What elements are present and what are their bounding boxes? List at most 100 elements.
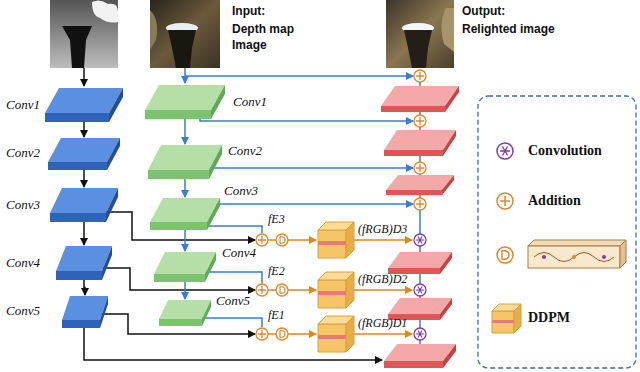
image-ground: [150, 0, 220, 68]
skip-wire: [200, 203, 413, 205]
feature-label: (fRGB)D1: [358, 316, 407, 330]
flow-arrow: [83, 122, 85, 137]
d-module-symbol: [276, 234, 288, 246]
feature-label: (fRGB)D2: [358, 272, 407, 286]
feature-label: (fRGB)D3: [358, 222, 407, 236]
plus-sign: [416, 117, 424, 125]
block-face: [386, 175, 454, 190]
d-sign: [280, 287, 285, 294]
d-module-picture: [528, 240, 626, 268]
flow-arrow: [184, 282, 186, 299]
block-label: Conv3: [224, 184, 258, 198]
symbol-circle: [414, 284, 426, 296]
addition-symbol: [414, 115, 426, 127]
input-arrow: [83, 68, 85, 86]
block-label: Conv1: [233, 95, 267, 109]
asterisk-sign: [416, 331, 424, 338]
block-face: [443, 130, 456, 156]
image-detail: [441, 8, 454, 52]
fusion-wire: [268, 333, 316, 335]
block-face: [202, 300, 211, 326]
symbol-circle: [256, 328, 268, 340]
block-label: Conv2: [6, 146, 40, 160]
block-face: [100, 296, 108, 328]
block-face: [440, 298, 452, 320]
ddpm-cube: [318, 272, 354, 308]
block-face: [107, 138, 120, 170]
fusion-wire: [268, 239, 316, 241]
block-face: [148, 145, 222, 170]
flow-arrow: [83, 222, 85, 245]
depth-map-image: [50, 0, 118, 68]
block-face: [150, 222, 207, 230]
block-face: [384, 361, 443, 368]
legend-panel: [478, 96, 636, 368]
block-face: [50, 213, 106, 222]
block-shape: [62, 296, 108, 328]
plus-sign: [416, 164, 424, 172]
symbol-circle: [414, 70, 426, 82]
depth-encoder-block: Conv2: [48, 138, 120, 170]
block-face: [56, 271, 102, 280]
block-face: [440, 252, 452, 274]
legend-text: Addition: [528, 193, 581, 209]
block-face: [442, 175, 454, 195]
image-detail: [150, 10, 157, 50]
depth-encoder-block: Conv1: [45, 88, 123, 122]
block-face: [145, 85, 225, 110]
flow-arrow: [184, 179, 186, 197]
block-face: [207, 198, 220, 230]
fusion-wire: [350, 333, 412, 335]
block-shape: [56, 246, 112, 280]
decoder-block: [381, 86, 459, 112]
cube-face: [346, 316, 354, 352]
module-face: [528, 246, 620, 268]
io-label: Output:: [462, 4, 505, 18]
block-shape: [48, 138, 120, 170]
d-sign: [280, 331, 285, 338]
feature-label: fE2: [268, 264, 285, 278]
symbol-circle: [414, 115, 426, 127]
decoder-block: [388, 252, 452, 274]
block-label: Conv1: [6, 98, 40, 112]
symbol-circle: [497, 143, 513, 159]
asterisk-sign: [500, 147, 510, 156]
symbol-circle: [414, 328, 426, 340]
convolution-symbol: [414, 328, 426, 340]
plus-sign: [258, 236, 266, 244]
legend-text: DDPM: [528, 310, 570, 326]
block-face: [386, 190, 442, 195]
image-detail: [92, 0, 118, 22]
io-label: Relighted image: [462, 22, 555, 36]
depth-encoder-block: Conv5: [62, 296, 108, 328]
cube-stripe: [318, 291, 346, 295]
image-ground: [386, 0, 454, 68]
symbol-circle: [256, 284, 268, 296]
d-module-symbol: [497, 247, 513, 263]
flow-arrow: [184, 119, 186, 144]
block-face: [102, 246, 112, 280]
block-face: [62, 320, 100, 328]
block-shape: [45, 88, 123, 122]
addition-symbol: [414, 198, 426, 210]
addition-symbol: [414, 162, 426, 174]
flow-arrow: [184, 230, 186, 251]
cube-face: [492, 311, 514, 333]
image-detail: [404, 30, 432, 68]
io-label: Image: [232, 38, 267, 52]
symbol-circle: [414, 198, 426, 210]
fusion-wire: [350, 239, 412, 241]
rgb-encoder-block: Conv4: [154, 252, 216, 282]
block-face: [384, 150, 443, 156]
block-face: [159, 300, 211, 319]
cube-face: [346, 272, 354, 308]
module-face: [528, 240, 626, 246]
asterisk-sign: [416, 287, 424, 294]
depth-encoder-block: Conv4: [56, 246, 112, 280]
io-label: Input:: [232, 4, 265, 18]
symbol-circle: [497, 247, 513, 263]
cube-stripe: [318, 335, 346, 339]
block-label: Conv5: [216, 294, 250, 308]
block-shape: [50, 188, 118, 222]
module-detail: [602, 255, 606, 259]
